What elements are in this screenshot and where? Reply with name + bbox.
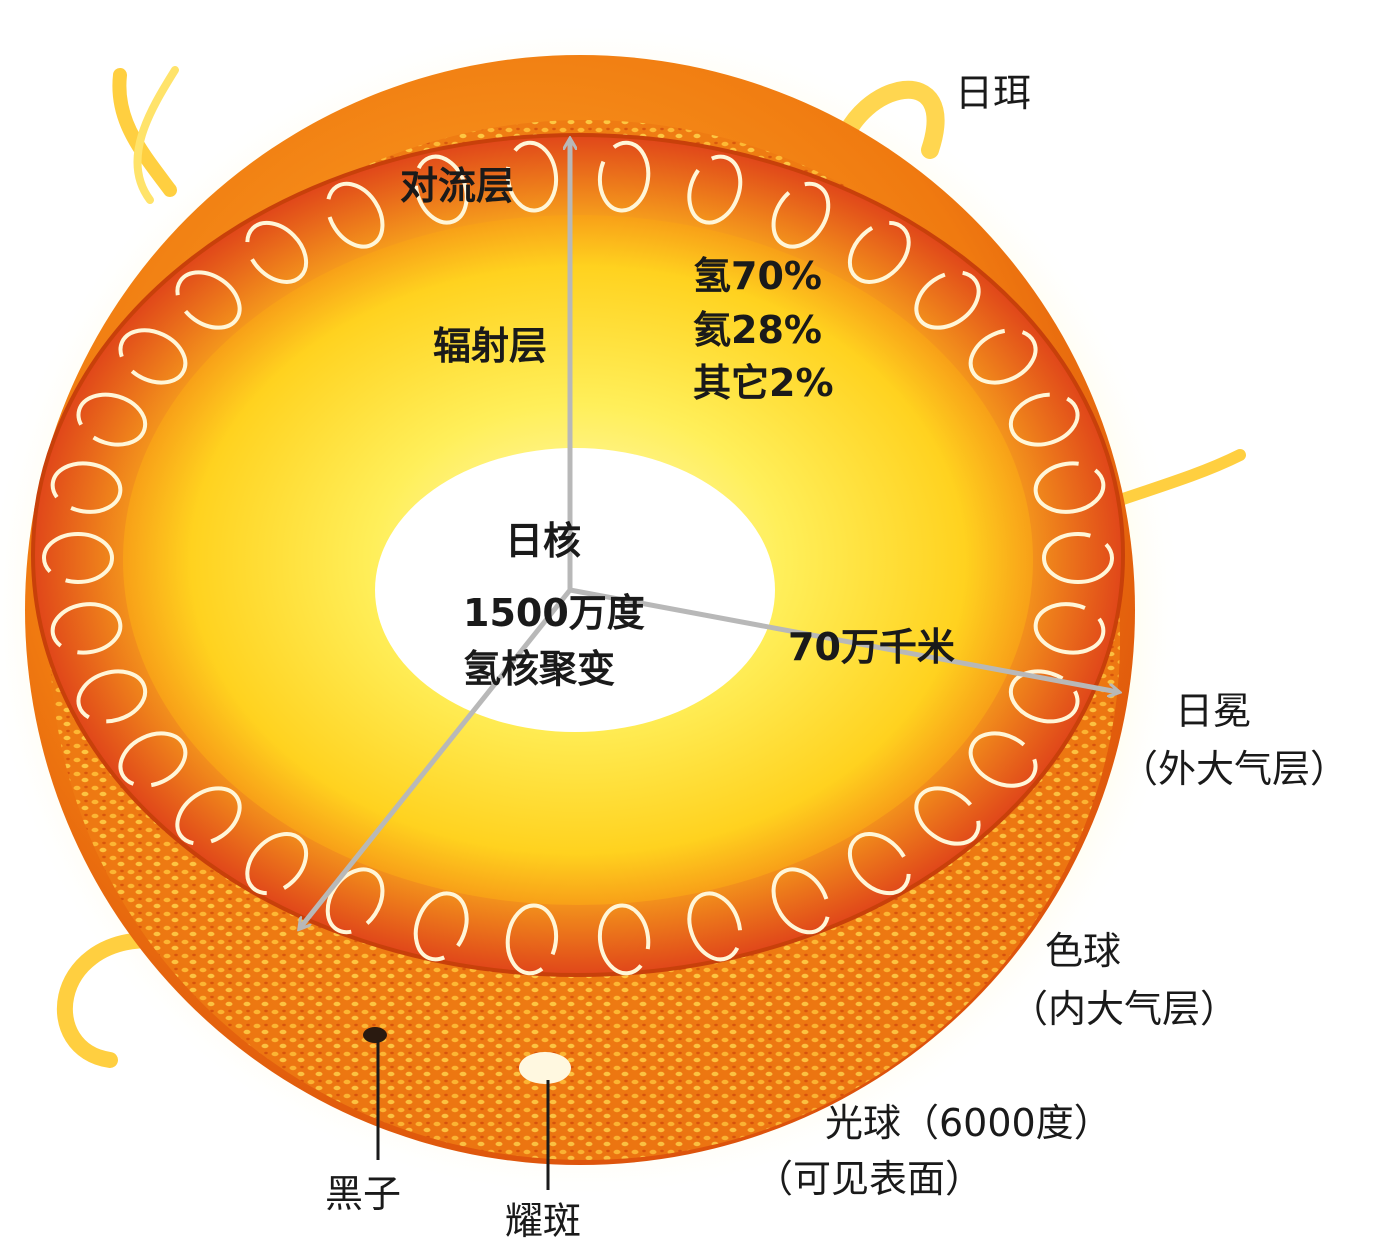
composition-helium: 氦28% [693,309,834,353]
composition-list: 氢70% 氦28% 其它2% [693,255,834,406]
chromosphere-label: 色球 [1045,930,1121,974]
sunspot-mark [363,1027,387,1043]
flare-label: 耀斑 [505,1200,581,1244]
core-title: 日核 [505,520,581,564]
photosphere-label: 光球（6000度） [825,1102,1112,1146]
radius-label: 70万千米 [788,626,955,670]
chromosphere-note: （内大气层） [1010,988,1238,1032]
core-fusion: 氢核聚变 [463,648,615,692]
sunspot-label: 黑子 [325,1173,401,1217]
flare-mark [519,1052,571,1084]
outer-corona-label: 日冕 [1175,690,1251,734]
radiative-zone-label: 辐射层 [433,325,547,369]
photosphere-note: （可见表面） [755,1158,983,1202]
corona-label: 日珥 [955,72,1031,116]
core-temperature: 1500万度 [463,592,645,636]
composition-other: 其它2% [693,362,834,406]
composition-hydrogen: 氢70% [693,255,834,299]
convection-zone-label: 对流层 [400,165,514,209]
outer-corona-note: （外大气层） [1120,748,1348,792]
